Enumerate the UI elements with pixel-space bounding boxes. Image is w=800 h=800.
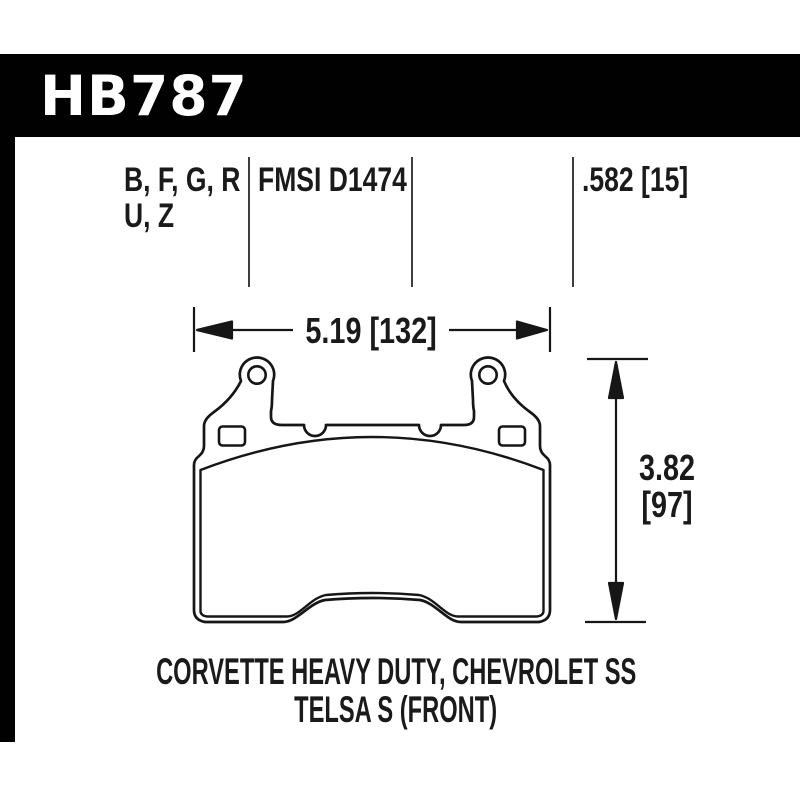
height-dim-up-arrow-icon	[607, 360, 625, 400]
height-dim-down-arrow-icon	[607, 581, 625, 621]
spec-divider-2	[411, 157, 413, 287]
compound-codes-line1: B, F, G, R	[124, 161, 241, 199]
height-dimension-label: 3.82 [97]	[617, 449, 717, 523]
fmsi-cell: FMSI D1474	[258, 162, 449, 198]
width-dimension	[192, 307, 552, 352]
application-caption: CORVETTE HEAVY DUTY, CHEVROLET SS TELSA …	[0, 653, 792, 729]
width-dim-left-arrow-icon	[195, 320, 234, 340]
left-border-strip	[0, 137, 15, 742]
fmsi-number: FMSI D1474	[258, 161, 407, 199]
right-mounting-hole	[477, 364, 498, 385]
pad-thickness-cell: .582 [15]	[582, 162, 718, 198]
brake-pad-outline	[192, 356, 552, 624]
width-dim-right-arrow-icon	[515, 320, 549, 340]
friction-material-outline	[199, 435, 545, 618]
caption-line2: TELSA S (FRONT)	[294, 689, 498, 730]
compound-codes-line2: U, Z	[124, 197, 175, 235]
height-dimension-mm: [97]	[641, 484, 693, 525]
height-dimension-inches: 3.82	[638, 447, 696, 488]
part-number: HB787	[40, 63, 248, 128]
spec-divider-1	[248, 157, 250, 287]
width-dimension-label: 5.19 [132]	[281, 310, 461, 352]
compound-codes: B, F, G, R U, Z	[124, 162, 273, 234]
backing-plate-outline	[192, 356, 552, 624]
header-bar: HB787	[0, 54, 800, 137]
left-mounting-hole	[247, 364, 268, 385]
pad-thickness: .582 [15]	[582, 161, 689, 199]
right-abutment-slot	[497, 425, 527, 447]
spec-divider-3	[572, 157, 574, 287]
left-abutment-slot	[217, 425, 247, 447]
height-dimension	[585, 357, 648, 624]
width-dimension-value: 5.19 [132]	[305, 310, 437, 351]
caption-line1: CORVETTE HEAVY DUTY, CHEVROLET SS	[155, 651, 637, 692]
